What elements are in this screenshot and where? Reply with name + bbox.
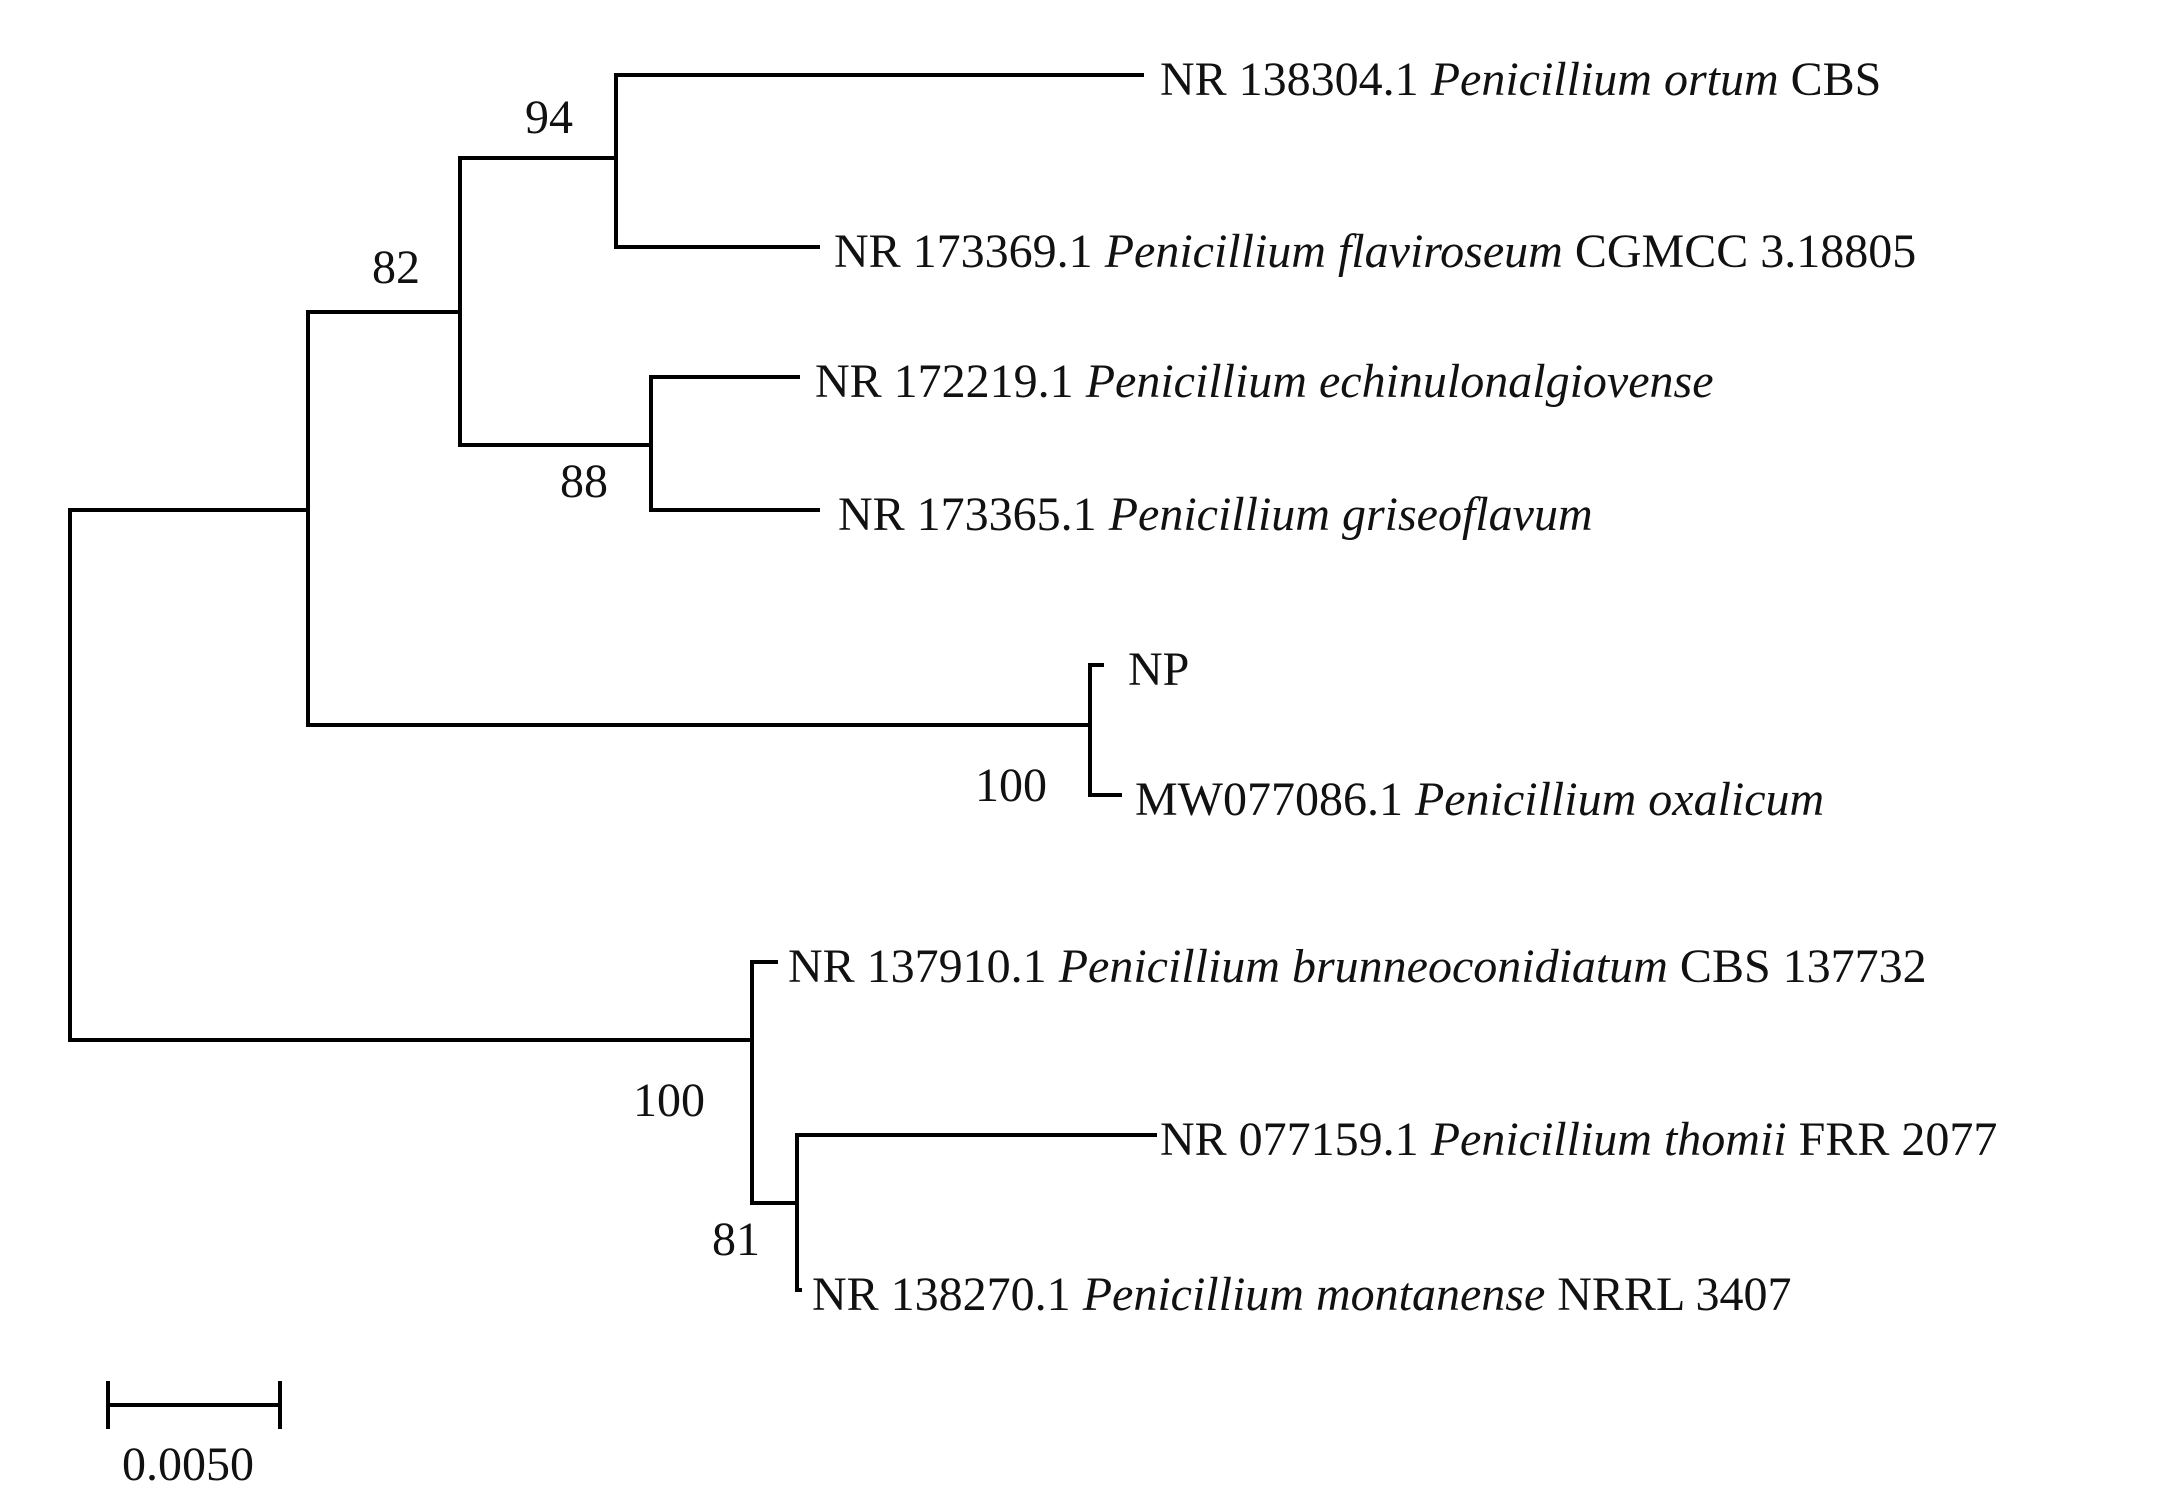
- bootstrap-82: 82: [372, 241, 420, 294]
- leaf-label-np: NP: [1128, 643, 1189, 696]
- leaf-label-griseoflavum: NR 173365.1 Penicillium griseoflavum: [838, 488, 1593, 541]
- leaf-label-brunneoconidiatum: NR 137910.1 Penicillium brunneoconidiatu…: [788, 940, 1927, 993]
- leaf-label-montanense: NR 138270.1 Penicillium montanense NRRL …: [812, 1268, 1791, 1321]
- bootstrap-100-np: 100: [975, 759, 1047, 812]
- leaf-label-flaviroseum: NR 173369.1 Penicillium flaviroseum CGMC…: [834, 225, 1916, 278]
- leaf-label-thomii: NR 077159.1 Penicillium thomii FRR 2077: [1160, 1113, 1997, 1166]
- leaf-label-oxalicum: MW077086.1 Penicillium oxalicum: [1135, 773, 1824, 826]
- scale-bar-label: 0.0050: [122, 1438, 254, 1491]
- leaf-label-echinulonalgiovense: NR 172219.1 Penicillium echinulonalgiove…: [815, 355, 1714, 408]
- scale-bar: 0.0050: [106, 1381, 282, 1491]
- bootstrap-88: 88: [560, 455, 608, 508]
- bootstrap-values: 94 82 88 100 100 81: [372, 91, 1047, 1266]
- bootstrap-81: 81: [712, 1213, 760, 1266]
- upper-clade-branches: [306, 73, 1144, 797]
- leaf-labels: NR 138304.1 Penicillium ortum CBS NR 173…: [788, 53, 1997, 1321]
- bootstrap-100-lower: 100: [633, 1074, 705, 1127]
- root-branches: [68, 508, 754, 1042]
- lower-clade-branches: [750, 960, 1157, 1292]
- bootstrap-94: 94: [525, 91, 573, 144]
- leaf-label-ortum: NR 138304.1 Penicillium ortum CBS: [1160, 53, 1881, 106]
